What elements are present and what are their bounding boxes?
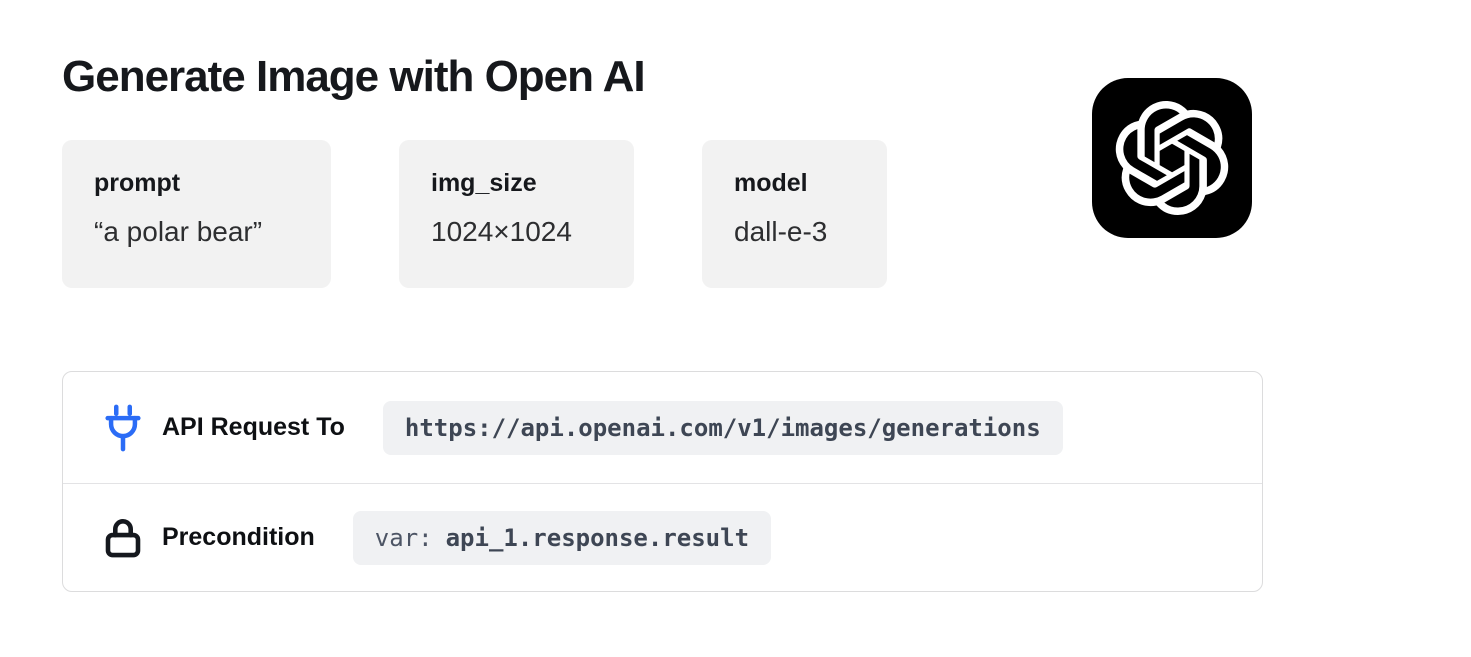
plug-icon <box>96 401 150 455</box>
page-title: Generate Image with Open AI <box>62 52 646 101</box>
param-name: img_size <box>431 169 537 197</box>
var-value-text: api_1.response.result <box>445 523 750 552</box>
parameter-cards: prompt “a polar bear” img_size 1024×1024… <box>62 140 887 288</box>
var-prefix-text: var: <box>374 523 433 552</box>
openai-logo-icon <box>1115 101 1229 215</box>
lock-icon <box>96 511 150 565</box>
param-value: “a polar bear” <box>94 216 263 247</box>
api-details-card: API Request To https://api.openai.com/v1… <box>62 371 1263 592</box>
openai-logo <box>1092 78 1252 238</box>
param-name: prompt <box>94 169 181 197</box>
precondition-label: Precondition <box>162 523 315 551</box>
param-name: model <box>734 169 808 197</box>
precondition-chip[interactable]: var: api_1.response.result <box>352 510 772 565</box>
param-card-model[interactable]: model dall-e-3 <box>702 140 887 288</box>
param-card-prompt[interactable]: prompt “a polar bear” <box>62 140 331 288</box>
api-request-label: API Request To <box>162 413 345 441</box>
api-url-text: https://api.openai.com/v1/images/generat… <box>404 413 1041 442</box>
precondition-row: Precondition var: api_1.response.result <box>63 483 1262 591</box>
api-url-chip[interactable]: https://api.openai.com/v1/images/generat… <box>382 400 1063 455</box>
param-value: 1024×1024 <box>431 216 572 247</box>
param-value: dall-e-3 <box>734 216 828 247</box>
api-request-row: API Request To https://api.openai.com/v1… <box>63 372 1262 483</box>
param-card-img-size[interactable]: img_size 1024×1024 <box>399 140 634 288</box>
